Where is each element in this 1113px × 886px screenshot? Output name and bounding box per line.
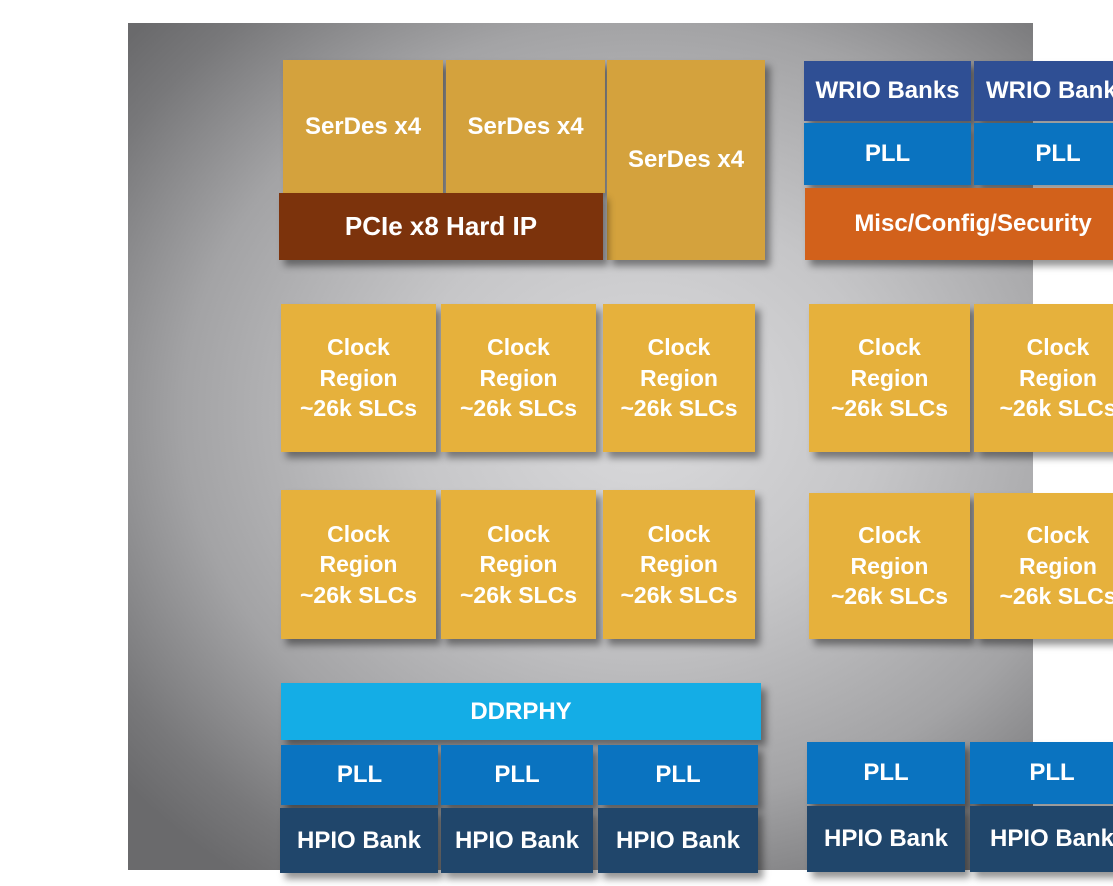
serdes-block: SerDes x4 — [446, 60, 605, 193]
serdes-block: SerDes x4 — [607, 60, 765, 260]
clock-region-block: Clock Region ~26k SLCs — [809, 304, 970, 452]
hpio-bank-block: HPIO Bank — [441, 808, 593, 873]
pll-block: PLL — [807, 742, 965, 804]
wrio-banks-block: WRIO Banks — [804, 61, 971, 121]
wrio-banks-block: WRIO Banks — [974, 61, 1113, 121]
clock-region-block: Clock Region ~26k SLCs — [441, 490, 596, 639]
clock-region-block: Clock Region ~26k SLCs — [974, 493, 1113, 639]
die-floorplan-panel: SerDes x4 SerDes x4 SerDes x4 PCIe x8 Ha… — [128, 23, 1113, 873]
clock-region-block: Clock Region ~26k SLCs — [809, 493, 970, 639]
pll-block: PLL — [441, 745, 593, 805]
ddrphy-block: DDRPHY — [281, 683, 761, 740]
misc-config-security-block: Misc/Config/Security — [805, 188, 1113, 260]
serdes-block: SerDes x4 — [283, 60, 443, 193]
hpio-bank-block: HPIO Bank — [807, 806, 965, 872]
pcie-hard-ip-block: PCIe x8 Hard IP — [279, 193, 603, 260]
clock-region-block: Clock Region ~26k SLCs — [281, 304, 436, 452]
clock-region-block: Clock Region ~26k SLCs — [603, 490, 755, 639]
pll-block: PLL — [598, 745, 758, 805]
pll-block: PLL — [281, 745, 438, 805]
clock-region-block: Clock Region ~26k SLCs — [603, 304, 755, 452]
hpio-bank-block: HPIO Bank — [598, 808, 758, 873]
pll-block: PLL — [974, 123, 1113, 185]
hpio-bank-block: HPIO Bank — [970, 806, 1113, 872]
clock-region-block: Clock Region ~26k SLCs — [441, 304, 596, 452]
clock-region-block: Clock Region ~26k SLCs — [281, 490, 436, 639]
pll-block: PLL — [970, 742, 1113, 804]
hpio-bank-block: HPIO Bank — [280, 808, 438, 873]
clock-region-block: Clock Region ~26k SLCs — [974, 304, 1113, 452]
pll-block: PLL — [804, 123, 971, 185]
